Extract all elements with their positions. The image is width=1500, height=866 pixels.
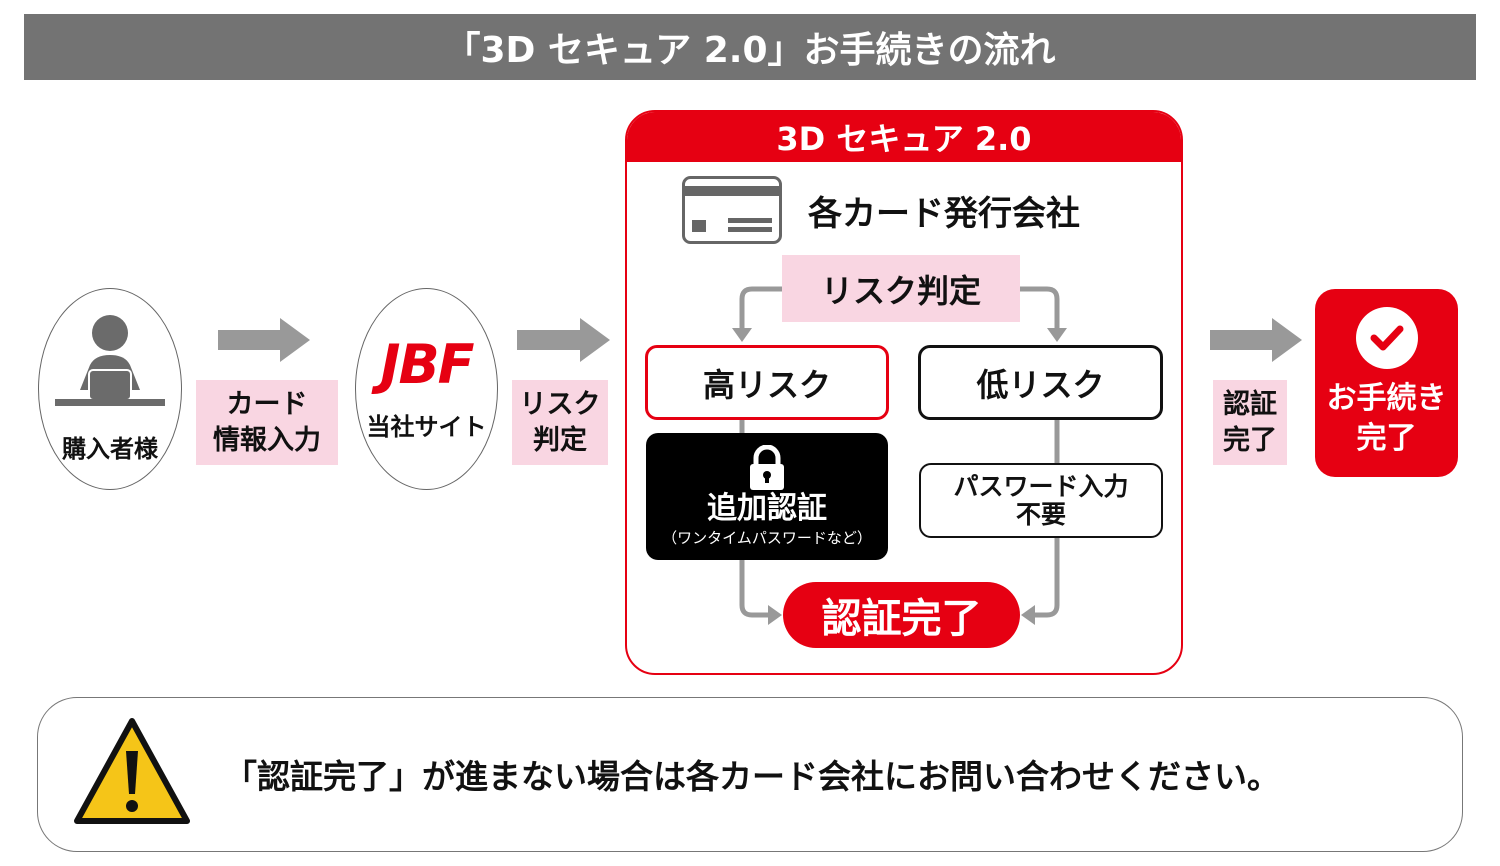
extra-auth-note: （ワンタイムパスワードなど） <box>662 529 872 547</box>
warning-box: 「認証完了」が進まない場合は各カード会社にお問い合わせください。 <box>37 697 1463 852</box>
extra-auth-box: 追加認証 （ワンタイムパスワードなど） <box>646 433 888 560</box>
step-label: 完了 <box>1223 424 1277 456</box>
3d-secure-panel: 3D セキュア 2.0 <box>625 110 1183 675</box>
extra-auth-label: 追加認証 <box>707 491 827 526</box>
step-label: リスク <box>519 388 601 420</box>
no-password-box: パスワード入力 不要 <box>919 463 1163 538</box>
arrow-right-icon <box>517 318 610 362</box>
warning-text: 「認証完了」が進まない場合は各カード会社にお問い合わせください。 <box>224 757 1280 796</box>
buyer-label: 購入者様 <box>62 434 158 463</box>
lock-icon <box>750 445 784 490</box>
low-risk-box: 低リスク <box>918 345 1163 420</box>
step-label: 情報入力 <box>213 424 321 456</box>
no-password-label: パスワード入力 <box>953 471 1129 501</box>
site-label: 当社サイト <box>366 412 487 441</box>
step-label: カード <box>226 388 308 420</box>
check-circle-icon <box>1355 307 1418 369</box>
auth-complete-pill: 認証完了 <box>783 582 1020 648</box>
arrow-right-icon <box>218 318 310 362</box>
credit-card-icon <box>682 176 782 244</box>
high-risk-box: 高リスク <box>645 345 889 420</box>
step-risk-check: リスク 判定 <box>512 380 608 465</box>
step-label: 判定 <box>533 424 587 456</box>
step-auth-complete: 認証 完了 <box>1213 380 1287 465</box>
procedure-complete-node: お手続き 完了 <box>1315 289 1458 477</box>
site-node: JBF 当社サイト <box>355 288 498 490</box>
arrow-right-icon <box>1210 318 1302 362</box>
step-label: 認証 <box>1223 388 1277 420</box>
connector-lines <box>739 286 1060 618</box>
page-title: 「3D セキュア 2.0」お手続きの流れ <box>24 14 1476 80</box>
buyer-node: 購入者様 <box>38 288 182 490</box>
risk-check-box: リスク判定 <box>782 255 1020 322</box>
no-password-label: 不要 <box>1015 499 1066 529</box>
issuer-label: 各カード発行会社 <box>808 194 1080 234</box>
done-label: お手続き <box>1326 381 1447 416</box>
jbf-logo: JBF <box>380 332 474 396</box>
warning-icon <box>74 718 190 824</box>
panel-header: 3D セキュア 2.0 <box>627 112 1181 162</box>
done-label: 完了 <box>1356 421 1417 456</box>
step-card-entry: カード 情報入力 <box>196 380 338 465</box>
person-at-computer-icon <box>55 314 165 406</box>
